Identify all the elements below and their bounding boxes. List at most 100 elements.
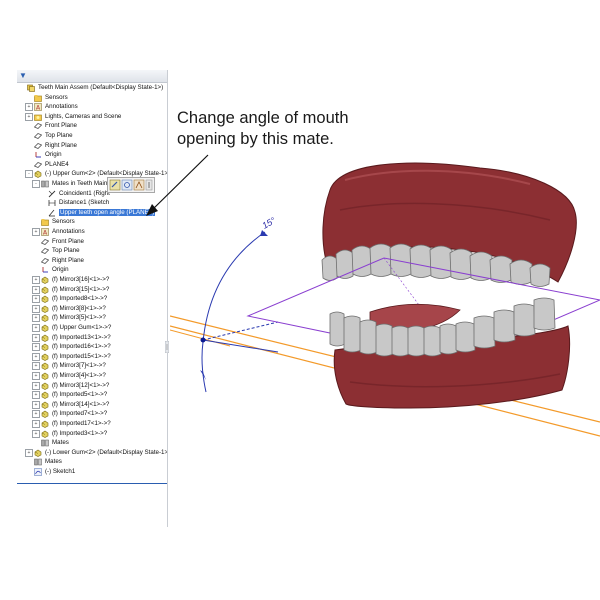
expand-toggle[interactable]: + xyxy=(32,314,40,323)
tree-item[interactable]: +(f) Mirror3[14]<1>->? xyxy=(32,400,109,410)
mates-folder-icon xyxy=(34,458,42,466)
tree-item[interactable]: +(f) Imported16<1>->? xyxy=(32,342,111,352)
tree-item-label: Origin xyxy=(52,266,69,274)
part-icon xyxy=(41,372,49,380)
expand-toggle[interactable]: + xyxy=(32,391,40,400)
expand-toggle[interactable]: + xyxy=(32,304,40,313)
tree-item-label: Origin xyxy=(45,151,62,159)
tree-item[interactable]: +(f) Mirror3[16]<1>->? xyxy=(32,275,109,285)
expand-toggle[interactable]: + xyxy=(25,448,33,457)
tree-item[interactable]: + (f) Imported3<1>->? xyxy=(32,429,108,439)
tree-item-label: (f) Imported3<1>->? xyxy=(52,429,108,437)
tree-item[interactable]: Origin xyxy=(41,265,69,275)
tree-item[interactable]: +(f) Imported13<1>->? xyxy=(32,333,111,343)
tree-item[interactable]: +(f) Mirror3[5]<1>->? xyxy=(32,313,106,323)
tree-item[interactable]: +(f) Mirror3[4]<1>->? xyxy=(32,371,106,381)
tree-item[interactable]: +(f) Mirror3[15]<1>->? xyxy=(32,285,109,295)
tree-item[interactable]: Right Plane xyxy=(40,256,84,266)
annotations-icon: A xyxy=(41,228,49,237)
tree-item[interactable]: (-) Sketch1 xyxy=(34,467,75,477)
tree-item[interactable]: + (f) Mirror3[7]<1>->? xyxy=(32,361,106,371)
tree-item[interactable]: Sensors xyxy=(41,217,75,227)
tree-item[interactable]: +(f) Imported7<1>->? xyxy=(32,409,107,419)
tree-item[interactable]: Mates xyxy=(41,438,69,448)
tree-item-label: Sensors xyxy=(45,93,68,101)
tree-item[interactable]: +(f) Imported8<1>->? xyxy=(32,294,107,304)
graphics-viewport[interactable] xyxy=(170,150,600,460)
tree-item-label: Right Plane xyxy=(45,141,77,149)
upper-gum[interactable] xyxy=(322,162,577,283)
tree-item[interactable]: Origin xyxy=(34,150,62,160)
edit-feature-icon[interactable] xyxy=(109,179,121,191)
tree-item[interactable]: +(f) Mirror3[8]<1>->? xyxy=(32,304,106,314)
mates-folder-icon xyxy=(41,439,49,447)
filter-icon[interactable]: ▼ xyxy=(19,71,27,80)
tree-item[interactable]: -(-) Upper Gum<2> (Default<Display State… xyxy=(25,169,167,179)
expand-toggle[interactable]: + xyxy=(25,112,33,121)
expand-toggle[interactable]: + xyxy=(32,420,40,428)
tree-item[interactable]: +(f) Imported17<1>->? xyxy=(32,419,111,429)
expand-toggle[interactable]: + xyxy=(32,429,40,438)
tree-item[interactable]: Mates xyxy=(34,457,62,467)
upper-teeth[interactable] xyxy=(321,243,551,287)
suppress-icon[interactable] xyxy=(121,179,133,191)
expand-toggle[interactable]: + xyxy=(32,276,40,284)
expand-toggle[interactable]: + xyxy=(32,228,40,236)
expand-toggle[interactable]: + xyxy=(32,295,40,304)
tree-item[interactable]: Coincident1 (Right xyxy=(48,189,110,199)
tree-item-label: Annotations xyxy=(45,103,78,111)
expand-toggle[interactable]: + xyxy=(32,400,40,409)
expand-toggle[interactable]: + xyxy=(25,103,33,112)
tree-item[interactable]: +(f) Upper Gum<1>->? xyxy=(32,323,111,333)
expand-toggle[interactable]: + xyxy=(32,285,40,294)
tree-item[interactable]: Top Plane xyxy=(40,246,80,256)
callout-line-2: opening by this mate. xyxy=(177,130,334,148)
tree-item[interactable]: Distance1 (Sketch xyxy=(48,198,109,208)
tree-item[interactable]: -Mates in Teeth Main As xyxy=(32,179,116,189)
expand-toggle[interactable]: + xyxy=(32,333,40,342)
flip-alignment-icon[interactable] xyxy=(133,179,145,191)
expand-toggle[interactable]: + xyxy=(32,362,40,371)
tree-item[interactable]: Right Plane xyxy=(33,141,77,151)
svg-text:A: A xyxy=(36,105,41,112)
tree-item[interactable]: Upper teeth open angle (PLANE4) xyxy=(48,208,156,218)
tree-item[interactable]: PLANE4 xyxy=(33,160,69,170)
plane-icon xyxy=(33,161,43,169)
rollback-bar[interactable] xyxy=(17,483,167,484)
collapse-toggle[interactable]: - xyxy=(32,180,40,188)
tree-item[interactable]: +Lights, Cameras and Scene xyxy=(25,112,121,122)
tree-item[interactable]: Front Plane xyxy=(33,121,77,131)
expand-toggle[interactable]: + xyxy=(32,352,40,361)
tree-item[interactable]: Sensors xyxy=(34,93,68,103)
tree-item-label: Top Plane xyxy=(45,132,73,139)
part-icon xyxy=(41,362,49,371)
tree-item-label: (f) Imported5<1>->? xyxy=(52,391,108,399)
feature-tree-toolbar: ▼ xyxy=(17,70,167,83)
tree-item[interactable]: + (-) Lower Gum<2> (Default<Display State… xyxy=(25,448,168,458)
distance-mate-icon xyxy=(48,199,56,207)
expand-toggle[interactable]: + xyxy=(32,343,40,352)
tree-item[interactable]: Teeth Main Assem (Default<Display State-… xyxy=(27,83,163,93)
part-icon xyxy=(41,353,49,361)
tree-item[interactable]: + (f) Imported5<1>->? xyxy=(32,390,108,400)
collapse-toggle[interactable]: - xyxy=(25,170,33,179)
tree-item[interactable]: +A Annotations xyxy=(25,102,78,112)
expand-toggle[interactable]: + xyxy=(32,324,40,332)
tree-item-label: Distance1 (Sketch xyxy=(59,199,110,207)
svg-text:A: A xyxy=(43,230,48,237)
pin-icon[interactable] xyxy=(145,179,153,191)
expand-toggle[interactable]: + xyxy=(32,410,40,419)
tree-item[interactable]: Front Plane xyxy=(40,237,84,247)
tree-item[interactable]: Top Plane xyxy=(33,131,73,141)
expand-toggle[interactable]: + xyxy=(32,372,40,380)
tree-item-label: (f) Mirror3[7]<1>->? xyxy=(52,362,106,370)
tree-item-label: Mates xyxy=(52,439,69,447)
tree-item-label: (-) Lower Gum<2> (Default<Display State-… xyxy=(45,448,168,456)
tree-item[interactable]: +(f) Imported15<1>->? xyxy=(32,352,111,362)
expand-toggle[interactable]: + xyxy=(32,381,40,390)
tree-item[interactable]: +(f) Mirror3[12]<1>->? xyxy=(32,381,109,391)
lower-teeth[interactable] xyxy=(329,297,556,357)
part-icon xyxy=(41,286,49,294)
tree-item-label: Upper teeth open angle (PLANE4) xyxy=(59,208,156,216)
